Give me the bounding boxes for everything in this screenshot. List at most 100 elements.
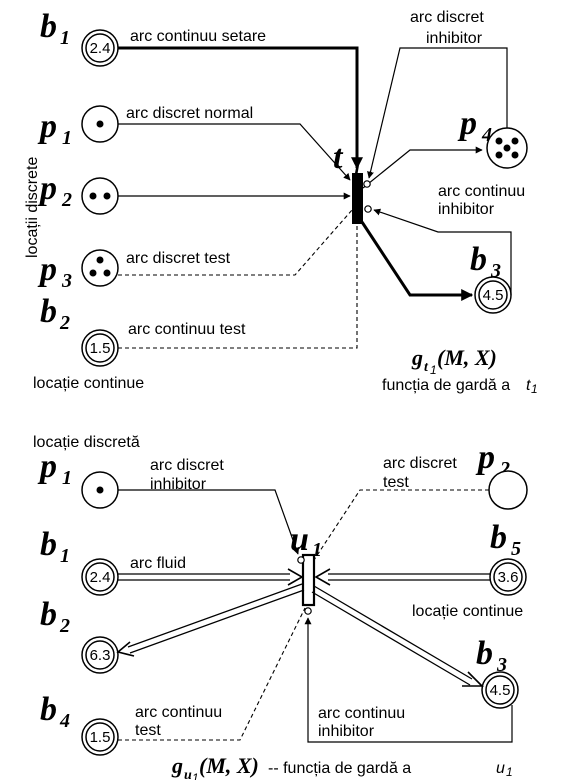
place-p3-letter: p — [37, 251, 57, 288]
label-b-arc-fluid: arc fluid — [130, 555, 186, 572]
guard-fn-sub-idx: 1 — [430, 363, 437, 377]
label-arc-continuu-setare: arc continuu setare — [130, 28, 266, 45]
arc-t1-b3 — [360, 221, 474, 301]
arc-b-fluid-b5 — [314, 568, 490, 586]
arc-b-fluid-b1 — [118, 568, 304, 586]
label-arc-continuu-inhibitor-1: arc continuu — [438, 183, 525, 200]
label-guard-caption-sub-bottom: 1 — [506, 765, 513, 779]
inhibitor-dot-continuu — [364, 205, 372, 213]
arc-continuu-setare — [118, 46, 363, 170]
arc-discret-inhibitor — [367, 47, 508, 179]
place-p2-index: 2 — [61, 189, 72, 211]
transition-u1-index: 1 — [312, 539, 322, 561]
transition-t1-letter: t — [333, 139, 344, 176]
label-b-arc-discret-test-2: test — [383, 474, 409, 491]
place-b-b4-index: 4 — [59, 710, 70, 732]
place-b1-letter: b — [40, 8, 57, 45]
place-b1: 2.4 — [81, 29, 119, 67]
place-p4-letter: p — [457, 105, 477, 142]
place-b2-value: 1.5 — [90, 340, 111, 357]
arc-continuu-inhibitor — [373, 208, 512, 295]
place-b-b2: 6.3 — [81, 636, 119, 674]
label-guard-caption-bottom: -- funcția de gardă a — [268, 760, 411, 777]
place-b-p1-letter: p — [37, 448, 57, 485]
place-p4-index: 4 — [481, 124, 492, 146]
inhibitor-dot-b-discret — [297, 556, 305, 564]
arc-discret-normal — [118, 123, 351, 181]
place-b3-index: 3 — [490, 260, 501, 282]
label-locatie-discreta: locație discretă — [33, 434, 140, 451]
transition-t1 — [352, 173, 363, 224]
arc-b-discret-test — [313, 489, 489, 561]
place-b-p1-index: 1 — [62, 467, 72, 489]
guard-u-fn-sub-idx: 1 — [192, 771, 199, 780]
place-b-b2-letter: b — [40, 596, 57, 633]
place-b2-index: 2 — [59, 312, 70, 334]
place-b-b5: 3.6 — [489, 558, 527, 596]
place-b3-letter: b — [470, 241, 487, 278]
place-b-b5-index: 5 — [511, 538, 521, 560]
place-b-b4: 1.5 — [81, 718, 119, 756]
place-p1-index: 1 — [62, 127, 72, 149]
place-b-b2-index: 2 — [59, 615, 70, 637]
place-b-b3-letter: b — [476, 635, 493, 672]
label-arc-discret-inhibitor-2: inhibitor — [426, 30, 483, 47]
place-b-b5-value: 3.6 — [498, 569, 519, 586]
place-b-p2-index: 2 — [499, 458, 510, 480]
label-guard-caption-var-top: t — [526, 377, 531, 394]
inhibitor-dot-discret — [363, 180, 371, 188]
place-b1-value: 2.4 — [90, 40, 111, 57]
guard-fn-args: (M, X) — [437, 345, 497, 370]
label-guard-caption-top: funcția de gardă a — [382, 377, 510, 394]
inhibitor-dot-b-continuu — [304, 607, 312, 615]
place-b-b4-value: 1.5 — [90, 729, 111, 746]
label-b-arc-continuu-test-1: arc continuu — [135, 704, 222, 721]
place-b-b1-value: 2.4 — [90, 569, 111, 586]
guard-fn-letter: g — [411, 345, 423, 370]
arc-b-discret-inhibitor — [118, 489, 300, 555]
place-b-p2 — [488, 470, 528, 510]
label-b-arc-continuu-test-2: test — [135, 722, 161, 739]
arc-b-fluid-b3 — [311, 585, 484, 687]
guard-fn-sub: t — [424, 360, 429, 375]
top-net: b 1 p 1 p 2 p 3 b 2 p 4 b 3 locații disc… — [24, 8, 538, 396]
place-p3 — [81, 249, 119, 287]
place-p4 — [486, 127, 528, 169]
place-b-b1: 2.4 — [81, 558, 119, 596]
guard-u-fn-sub: u — [184, 768, 192, 780]
place-b-b3: 4.5 — [481, 671, 519, 709]
place-b3: 4.5 — [474, 276, 512, 314]
guard-u-fn-letter: g — [171, 753, 183, 778]
arc-b-continuu-test — [118, 607, 306, 741]
label-locatie-continue-top: locație continue — [33, 375, 144, 392]
place-b-b1-index: 1 — [60, 545, 70, 567]
place-b3-value: 4.5 — [483, 287, 504, 304]
place-b1-index: 1 — [60, 27, 70, 49]
place-b-b2-value: 6.3 — [90, 647, 111, 664]
bottom-net: locație discretă p 1 p 2 b 1 b 2 b 4 b 5… — [33, 434, 528, 780]
place-b-p2-letter: p — [475, 439, 495, 476]
guard-function-t1: g t 1 (M, X) — [411, 345, 497, 377]
arc-b-fluid-b2 — [116, 583, 305, 657]
arc-discret-test — [118, 209, 353, 276]
transition-u1 — [301, 553, 316, 607]
label-locatii-discrete: locații discrete — [24, 157, 41, 258]
label-b-arc-discret-test-1: arc discret — [383, 455, 457, 472]
place-p2-letter: p — [37, 170, 57, 207]
place-b2: 1.5 — [81, 329, 119, 367]
label-b-arc-discret-inhibitor-1: arc discret — [150, 457, 224, 474]
label-locatie-continue-bottom: locație continue — [412, 603, 523, 620]
guard-function-u1: g u 1 (M, X) — [171, 753, 259, 780]
label-arc-discret-normal: arc discret normal — [126, 105, 253, 122]
label-arc-discret-inhibitor-1: arc discret — [410, 9, 484, 26]
arc-t1-p4 — [362, 146, 483, 189]
place-b-b3-index: 3 — [496, 654, 507, 676]
place-b-b4-letter: b — [40, 691, 57, 728]
label-guard-caption-sub-top: 1 — [531, 382, 538, 396]
label-b-arc-discret-inhibitor-2: inhibitor — [150, 476, 207, 493]
place-p1-letter: p — [37, 108, 57, 145]
place-b-b5-letter: b — [490, 519, 507, 556]
label-guard-caption-var-bottom: u — [496, 760, 505, 777]
